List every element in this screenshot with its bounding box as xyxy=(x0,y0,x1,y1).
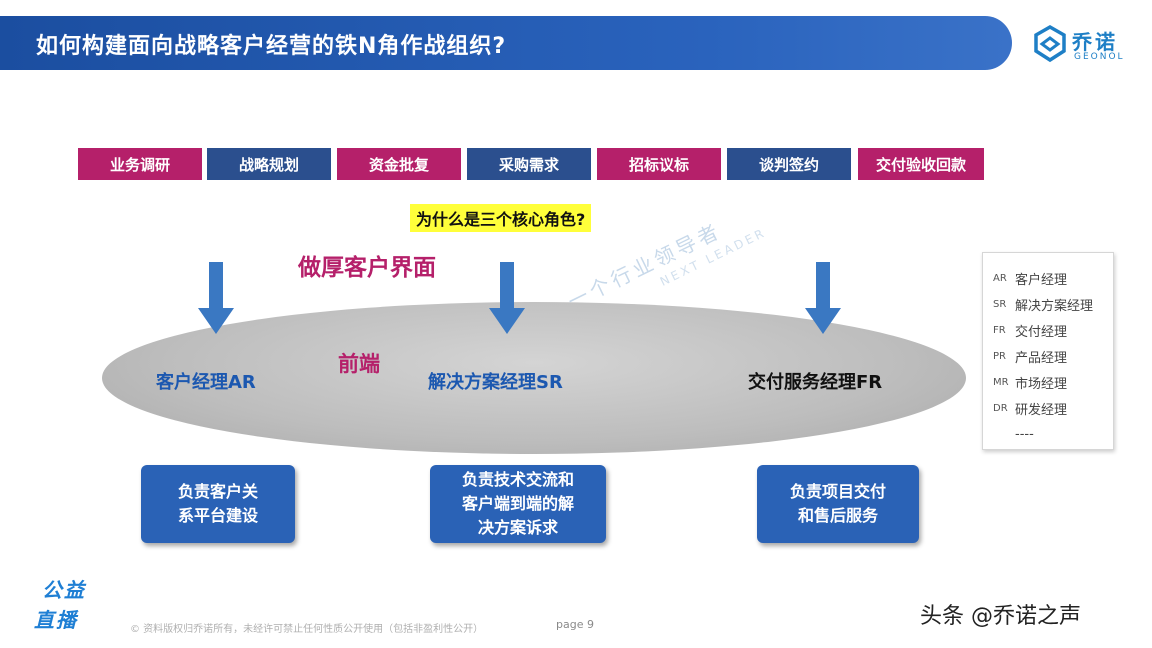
page-title: 如何构建面向战略客户经营的铁N角作战组织? xyxy=(36,34,507,59)
role-delivery-manager: 交付服务经理FR xyxy=(748,372,883,393)
legend-label: 客户经理 xyxy=(1015,272,1068,288)
stage-strategic-planning: 战略规划 xyxy=(207,148,331,200)
down-arrow-icon xyxy=(805,262,841,334)
legend-label: ---- xyxy=(1015,426,1034,442)
legend-row: MR 市场经理 xyxy=(993,369,1113,395)
role-account-manager: 客户经理AR xyxy=(156,372,256,393)
legend-label: 交付经理 xyxy=(1015,324,1068,340)
legend-row: AR 客户经理 xyxy=(993,265,1113,291)
copyright-notice: © 资料版权归乔诺所有，未经许可禁止任何性质公开使用（包括非盈利性公开） xyxy=(130,624,484,635)
duty-line: 负责客户关 xyxy=(177,482,258,501)
stage-label: 招标议标 xyxy=(628,155,689,174)
legend-label: 市场经理 xyxy=(1015,376,1068,392)
badge-line-2: 直播 xyxy=(34,608,78,632)
legend-abbr: FR xyxy=(993,324,1006,336)
stage-label: 交付验收回款 xyxy=(875,155,966,174)
role-legend: AR 客户经理 SR 解决方案经理 FR 交付经理 PR 产品经理 MR 市场经… xyxy=(982,252,1114,450)
badge-line-1: 公益 xyxy=(42,578,86,602)
page-number: page 9 xyxy=(556,618,594,631)
duty-line: 负责技术交流和 xyxy=(461,470,574,489)
legend-abbr: AR xyxy=(993,272,1007,284)
legend-row: ---- xyxy=(993,421,1113,447)
legend-abbr: SR xyxy=(993,298,1007,310)
stage-business-research: 业务调研 xyxy=(78,128,202,180)
stage-procurement-demand: 采购需求 xyxy=(467,148,591,200)
stage-negotiation: 谈判签约 xyxy=(727,148,851,200)
stage-label: 资金批复 xyxy=(368,155,429,174)
stage-fund-approval: 资金批复 xyxy=(337,128,461,180)
geonol-logo: 乔诺 GEONOL xyxy=(1032,24,1132,66)
legend-label: 产品经理 xyxy=(1015,350,1068,366)
legend-abbr: DR xyxy=(993,402,1008,414)
logo-cn-text: 乔诺 xyxy=(1072,30,1118,54)
duty-line: 负责项目交付 xyxy=(789,482,886,501)
duty-box-solution: 负责技术交流和 客户端到端的解 决方案诉求 xyxy=(430,465,606,543)
front-end-label: 前端 xyxy=(338,352,380,376)
duty-box-delivery: 负责项目交付 和售后服务 xyxy=(757,465,919,543)
stage-label: 谈判签约 xyxy=(758,155,819,174)
heading-thicken-interface: 做厚客户界面 xyxy=(298,255,436,281)
legend-abbr: PR xyxy=(993,350,1006,362)
duty-line: 客户端到端的解 xyxy=(461,494,574,513)
source-watermark: 头条 @乔诺之声 xyxy=(920,604,1081,629)
stage-bidding: 招标议标 xyxy=(597,128,721,180)
down-arrow-icon xyxy=(198,262,234,334)
legend-label: 解决方案经理 xyxy=(1015,298,1094,314)
legend-row: FR 交付经理 xyxy=(993,317,1113,343)
title-bar: 如何构建面向战略客户经营的铁N角作战组织? xyxy=(0,16,1012,70)
duty-box-account: 负责客户关 系平台建设 xyxy=(141,465,295,543)
question-highlight: 为什么是三个核心角色? xyxy=(410,204,592,232)
stage-label: 战略规划 xyxy=(238,155,299,174)
legend-abbr: MR xyxy=(993,376,1009,388)
stage-delivery-acceptance: 交付验收回款 xyxy=(858,128,984,180)
legend-label: 研发经理 xyxy=(1015,402,1068,418)
role-solution-manager: 解决方案经理SR xyxy=(428,372,563,393)
legend-row: DR 研发经理 xyxy=(993,395,1113,421)
down-arrow-icon xyxy=(489,262,525,334)
duty-line: 和售后服务 xyxy=(797,506,878,525)
legend-row: PR 产品经理 xyxy=(993,343,1113,369)
geonol-logo-mark-icon xyxy=(1034,24,1066,63)
duty-line: 决方案诉求 xyxy=(477,518,558,537)
stage-label: 业务调研 xyxy=(109,155,170,174)
stage-label: 采购需求 xyxy=(498,155,559,174)
logo-en-text: GEONOL xyxy=(1074,52,1125,62)
duty-line: 系平台建设 xyxy=(177,506,258,525)
legend-row: SR 解决方案经理 xyxy=(993,291,1113,317)
live-badge: 公益 直播 xyxy=(28,574,112,636)
